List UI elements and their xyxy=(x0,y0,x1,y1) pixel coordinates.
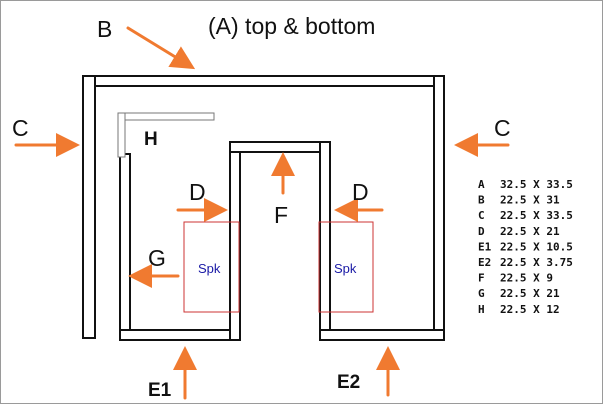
label-g: G xyxy=(148,245,166,271)
panel-f-top xyxy=(229,141,331,153)
enclosure-outline xyxy=(82,75,445,341)
speaker-box-right xyxy=(318,221,374,313)
speaker-box-left xyxy=(183,221,240,313)
callout-arrows xyxy=(14,26,510,400)
panel-e1-bottom xyxy=(119,329,241,341)
label-b: B xyxy=(97,16,112,42)
dimension-key: B xyxy=(478,194,485,207)
panel-c-left xyxy=(82,75,96,339)
label-e2: E2 xyxy=(337,372,360,393)
dimension-row: G 22.5 X 21 xyxy=(478,287,560,300)
dimension-row: C 22.5 X 33.5 xyxy=(478,209,573,222)
dimension-value: 22.5 X 21 xyxy=(500,287,560,300)
dimensions-list: A 32.5 X 33.5B 22.5 X 31 C 22.5 X 33.5D 22.5 … xyxy=(478,178,573,316)
panel-d-right xyxy=(319,141,331,341)
label-c-left: C xyxy=(12,115,29,141)
label-d-right: D xyxy=(352,179,369,205)
dimension-key: A xyxy=(478,178,485,191)
dimension-row: H 22.5 X 12 xyxy=(478,303,560,316)
dimension-key: E1 xyxy=(478,240,492,253)
speaker-label-right: Spk xyxy=(334,261,357,276)
dimension-value: 22.5 X 12 xyxy=(500,303,560,316)
dimension-key: C xyxy=(478,209,485,222)
dimension-key: D xyxy=(478,225,485,238)
dimension-key: F xyxy=(478,272,485,285)
dimension-value: 22.5 X 9 xyxy=(500,272,553,285)
label-e1: E1 xyxy=(148,380,172,401)
dimension-value: 22.5 X 31 xyxy=(500,194,560,207)
dimension-key: H xyxy=(478,303,485,316)
label-c-right: C xyxy=(494,115,511,141)
label-f: F xyxy=(274,202,288,228)
arrow-b xyxy=(126,26,196,70)
panel-c-right xyxy=(433,75,445,339)
speaker-label-left: Spk xyxy=(198,261,221,276)
dimension-value: 32.5 X 33.5 xyxy=(500,178,573,191)
label-h: H xyxy=(144,129,158,150)
dimension-row: E2 22.5 X 3.75 xyxy=(478,256,573,269)
dimension-row: E1 22.5 X 10.5 xyxy=(478,240,573,253)
dimension-value: 22.5 X 3.75 xyxy=(500,256,573,269)
diagram-title: (A) top & bottom xyxy=(208,13,375,39)
dimension-row: D 22.5 X 21 xyxy=(478,225,560,238)
dimension-key: G xyxy=(478,287,485,300)
dimension-row: F 22.5 X 9 xyxy=(478,272,553,285)
label-d-left: D xyxy=(189,179,206,205)
dimension-key: E2 xyxy=(478,256,491,269)
dimension-value: 22.5 X 21 xyxy=(500,225,560,238)
dimension-value: 22.5 X 10.5 xyxy=(500,240,573,253)
dimension-value: 22.5 X 33.5 xyxy=(500,209,573,222)
panel-e2-bottom xyxy=(319,329,445,341)
dimension-row: A 32.5 X 33.5 xyxy=(478,178,573,191)
dimension-row: B 22.5 X 31 xyxy=(478,194,560,207)
inner-wall-left xyxy=(119,153,131,341)
panel-b-top xyxy=(82,75,445,87)
panel-h-shelf xyxy=(117,112,215,158)
